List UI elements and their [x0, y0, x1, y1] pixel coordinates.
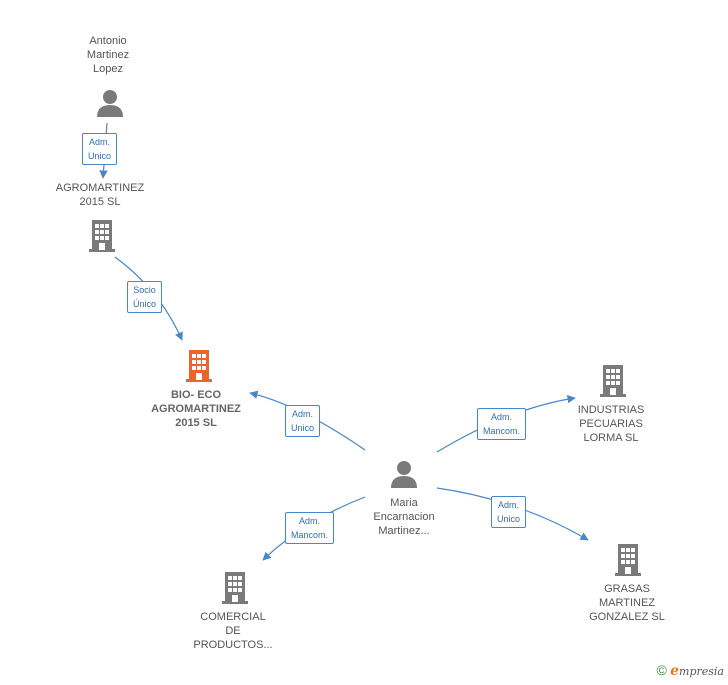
edge-label-agromartinez-bio-eco[interactable]: Socio Único [127, 281, 163, 313]
edge-label-maria-comercial[interactable]: Adm. Mancom. [285, 512, 335, 544]
edge-label-line: Adm. [292, 409, 314, 419]
edge-label-line: Socio [133, 285, 156, 295]
edge-label-line: Mancom. [483, 426, 521, 436]
building-icon[interactable] [87, 218, 117, 252]
edge-label-line: Unico [291, 423, 315, 433]
footer-brand: © empresia [656, 662, 724, 679]
edge-label-maria-grasas[interactable]: Adm. Unico [491, 496, 527, 528]
brand-initial: e [670, 663, 680, 679]
node-label-comercial[interactable]: COMERCIAL DE PRODUCTOS... [178, 610, 288, 652]
edge-label-line: Unico [88, 151, 112, 161]
node-label-agromartinez[interactable]: AGROMARTINEZ 2015 SL [40, 181, 160, 209]
node-label-line: PECUARIAS [579, 418, 643, 430]
building-icon[interactable] [613, 542, 643, 576]
building-icon[interactable] [220, 570, 250, 604]
node-label-line: Antonio [89, 35, 127, 47]
person-icon[interactable] [389, 459, 419, 489]
node-label-line: BIO- ECO [170, 389, 222, 401]
edge-label-antonio-agromartinez[interactable]: Adm. Unico [82, 133, 118, 165]
node-label-line: 2015 SL [79, 196, 121, 208]
node-label-line: LORMA SL [583, 432, 639, 444]
node-label-line: Encarnacion [373, 511, 435, 523]
node-label-maria[interactable]: Maria Encarnacion Martinez... [354, 496, 454, 538]
edge-label-line: Unico [497, 514, 521, 524]
copyright-symbol: © [656, 662, 667, 678]
building-icon[interactable] [598, 363, 628, 397]
node-label-line: AGROMARTINEZ [151, 403, 241, 415]
node-label-bio-eco[interactable]: BIO- ECO AGROMARTINEZ 2015 SL [136, 388, 256, 430]
node-label-line: Maria [390, 497, 418, 509]
node-label-line: GONZALEZ SL [589, 611, 665, 623]
building-icon[interactable] [184, 348, 214, 382]
node-label-line: 2015 SL [175, 417, 217, 429]
brand-name: mpresia [679, 665, 724, 678]
node-label-antonio[interactable]: Antonio Martinez Lopez [68, 34, 148, 76]
edge-label-line: Adm. [498, 500, 520, 510]
edge-label-line: Adm. [491, 412, 513, 422]
node-label-line: PRODUCTOS... [193, 639, 273, 651]
node-label-line: Martinez [86, 49, 130, 61]
edge-label-maria-industrias[interactable]: Adm. Mancom. [477, 408, 527, 440]
edge-label-maria-bio-eco[interactable]: Adm. Unico [285, 405, 321, 437]
node-label-line: Lopez [93, 63, 123, 75]
node-label-line: Martinez... [378, 525, 430, 537]
edge-label-line: Mancom. [291, 530, 329, 540]
edge-label-line: Único [133, 299, 157, 309]
node-label-line: COMERCIAL [200, 611, 266, 623]
person-icon[interactable] [95, 88, 125, 118]
node-label-line: DE [225, 625, 241, 637]
node-label-line: AGROMARTINEZ [55, 182, 145, 194]
node-label-line: GRASAS [604, 583, 650, 595]
node-label-grasas[interactable]: GRASAS MARTINEZ GONZALEZ SL [572, 582, 682, 624]
edge-label-line: Adm. [299, 516, 321, 526]
node-label-industrias[interactable]: INDUSTRIAS PECUARIAS LORMA SL [556, 403, 666, 445]
edge-label-line: Adm. [89, 137, 111, 147]
node-label-line: INDUSTRIAS [577, 404, 645, 416]
node-label-line: MARTINEZ [598, 597, 656, 609]
